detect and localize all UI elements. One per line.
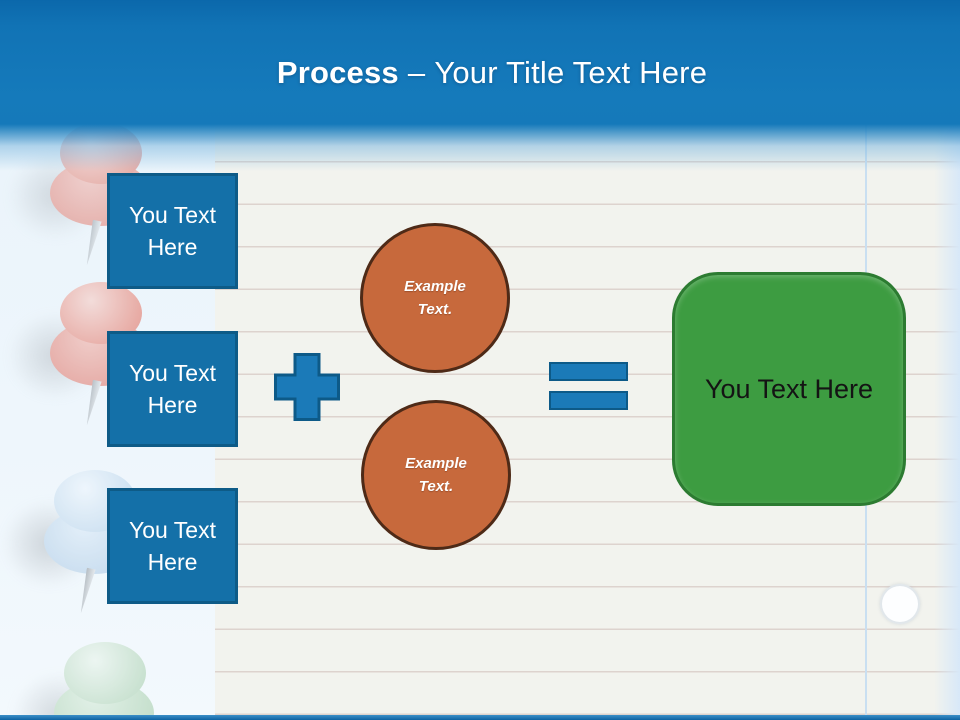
punch-hole [880,584,920,624]
example-circle-2-label: Example Text. [405,454,467,495]
input-box-3: You Text Here [107,488,238,604]
equals-icon [549,362,628,410]
pushpin-green-icon [12,636,170,720]
result-box: You Text Here [672,272,906,506]
input-box-3-label: You Text Here [129,516,216,575]
example-circle-1: Example Text. [360,223,510,373]
plus-icon [274,353,340,421]
page-edge-shade [934,0,960,720]
input-box-1: You Text Here [107,173,238,289]
example-circle-1-label: Example Text. [404,277,466,318]
result-box-label: You Text Here [704,373,874,404]
input-box-2-label: You Text Here [129,359,216,418]
bottom-accent-bar [0,715,960,720]
example-circle-2: Example Text. [361,400,511,550]
pushpin-red-middle-icon [8,276,166,436]
input-box-2: You Text Here [107,331,238,447]
input-box-1-label: You Text Here [129,201,216,260]
